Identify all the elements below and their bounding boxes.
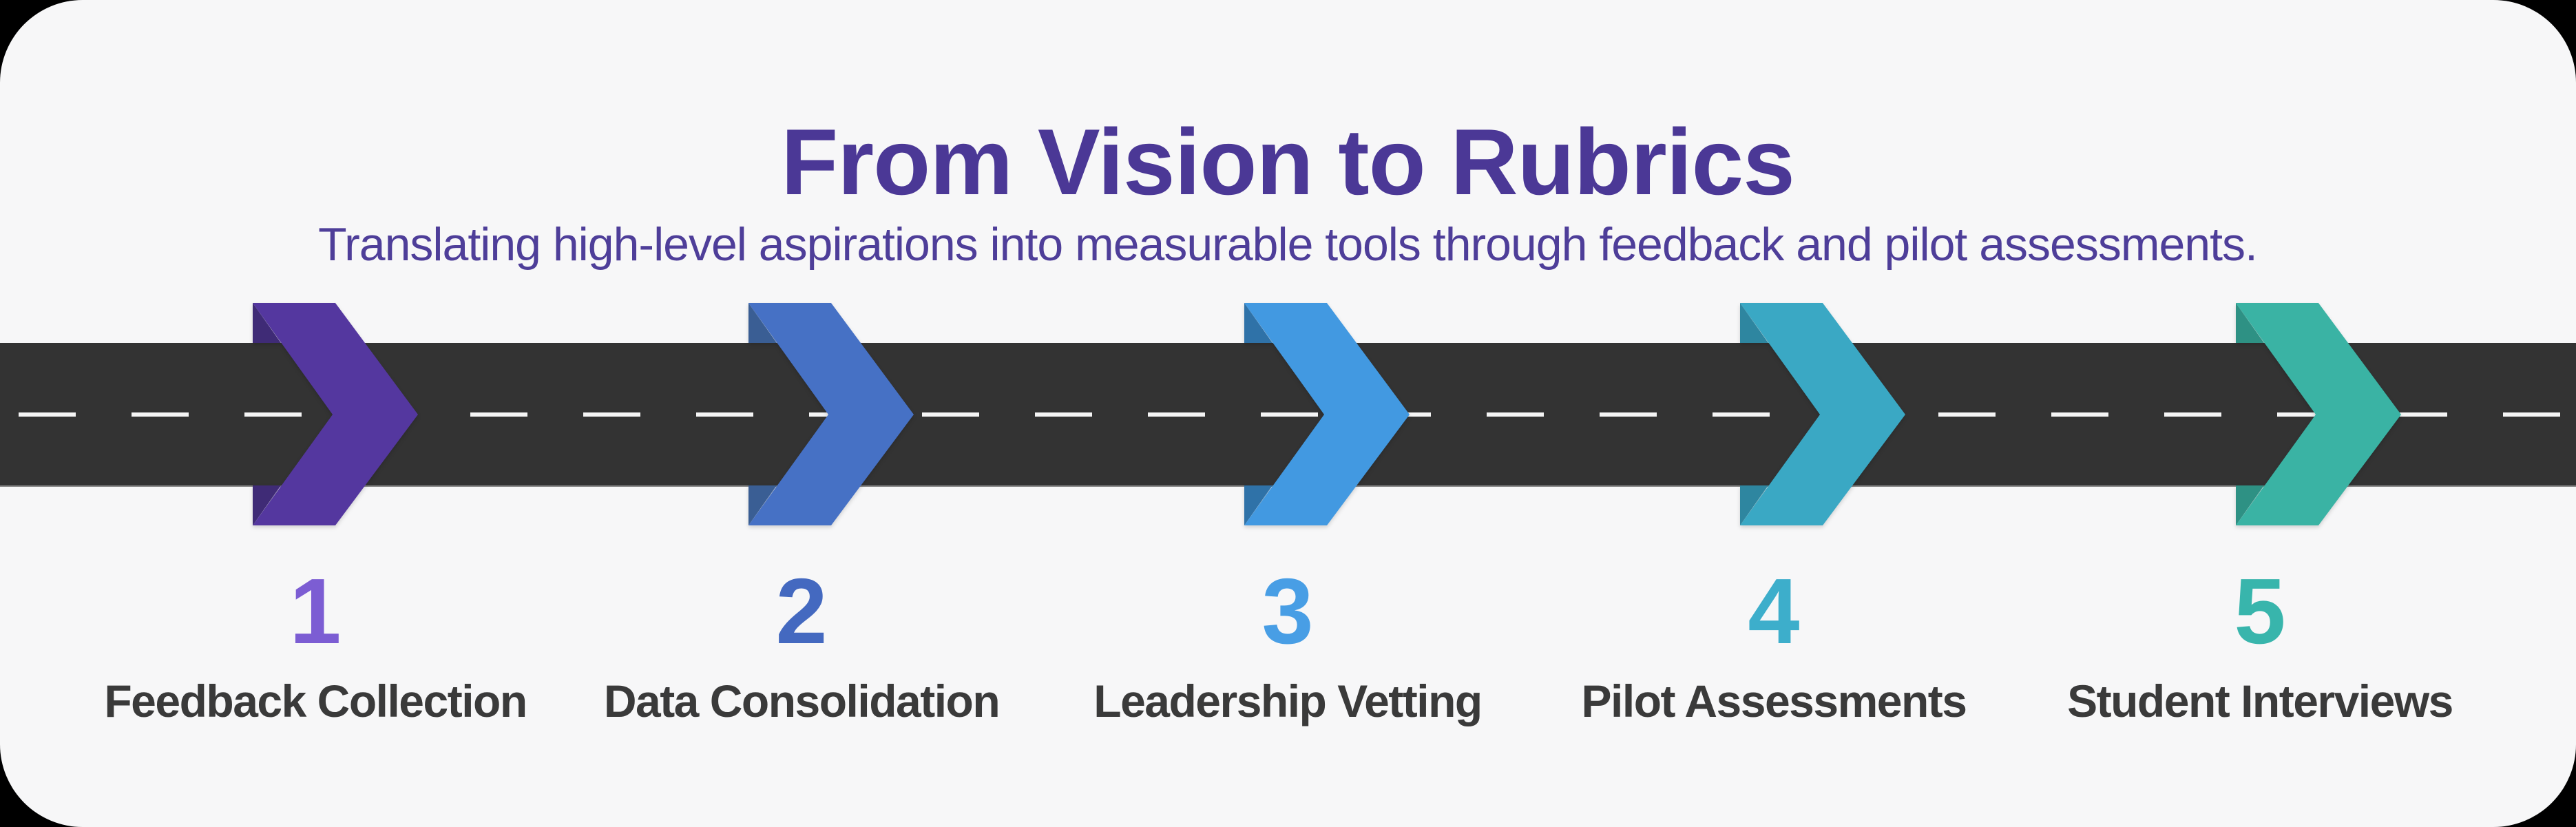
chevron-arrow-icon [1244,303,1410,525]
chevron-top-fold [253,303,281,343]
chevron-body [748,303,914,525]
step-number: 2 [775,559,828,663]
step-label: Data Consolidation [603,676,1001,726]
chevron-top-fold [1244,303,1273,343]
page-subtitle: Translating high-level aspirations into … [318,218,2258,271]
chevron-body [253,303,418,525]
step-label: Leadership Vetting [1093,676,1483,726]
chevron-arrow-icon [2236,303,2401,525]
road-band [0,343,2576,487]
step-label: Student Interviews [2067,676,2453,726]
chevron-body [1244,303,1410,525]
step-number: 3 [1261,559,1314,663]
chevron-top-fold [1740,303,1768,343]
chevron-bottom-fold [253,485,281,525]
chevron-bottom-fold [1244,485,1273,525]
chevron-arrow-icon [748,303,914,525]
chevron-arrow-icon [253,303,418,525]
chevron-top-fold [2236,303,2264,343]
road-center-dashes [0,412,2576,417]
chevron-bottom-fold [748,485,777,525]
page-title: From Vision to Rubrics [781,109,1795,215]
chevron-body [2236,303,2401,525]
chevron-arrow-icon [1740,303,1905,525]
chevron-body [1740,303,1905,525]
step-number: 5 [2234,559,2286,663]
step-label: Feedback Collection [104,676,527,726]
chevron-top-fold [748,303,777,343]
step-label: Pilot Assessments [1581,676,1967,726]
step-number: 1 [289,559,342,663]
chevron-bottom-fold [2236,485,2264,525]
step-number: 4 [1748,559,1800,663]
chevron-bottom-fold [1740,485,1768,525]
